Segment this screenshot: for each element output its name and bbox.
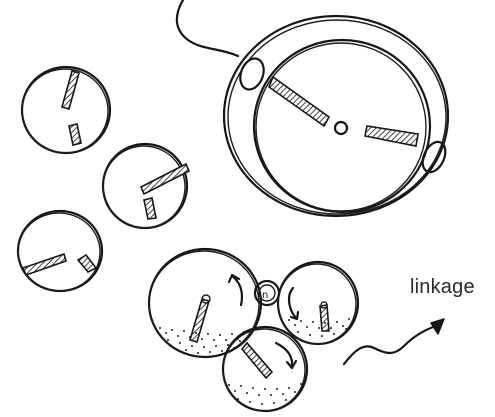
linkage-label: linkage (410, 276, 475, 299)
curved-arrow-icon (344, 326, 436, 364)
arrow-head (431, 319, 444, 334)
wheel-spoke-left (269, 77, 329, 126)
small-circle-1 (22, 67, 110, 153)
pin-right (78, 255, 96, 272)
gear-right-stipple (288, 318, 350, 337)
pin-upper (62, 71, 79, 109)
gear-right-pin (320, 305, 329, 331)
wheel-spoke-right (365, 126, 418, 146)
rotation-arrow-icon (289, 288, 296, 318)
pin-lower (144, 198, 156, 219)
rotation-arrow-icon (232, 276, 242, 305)
rotation-arrow-icon (276, 343, 292, 366)
connector-squiggle (177, 0, 238, 56)
small-circle-3 (18, 211, 102, 291)
small-circle-2 (103, 144, 189, 228)
linkage-cluster: n (149, 249, 358, 411)
large-wheel (224, 16, 450, 216)
wheel-hub (335, 122, 347, 134)
wheel-hole-right (418, 138, 450, 175)
gear-left-pin (190, 299, 209, 342)
pin-upper (141, 164, 189, 194)
gear-bottom-pin (242, 343, 272, 378)
pin-left (23, 254, 66, 275)
pin-lower (69, 124, 81, 145)
svg-text:n: n (262, 290, 268, 301)
